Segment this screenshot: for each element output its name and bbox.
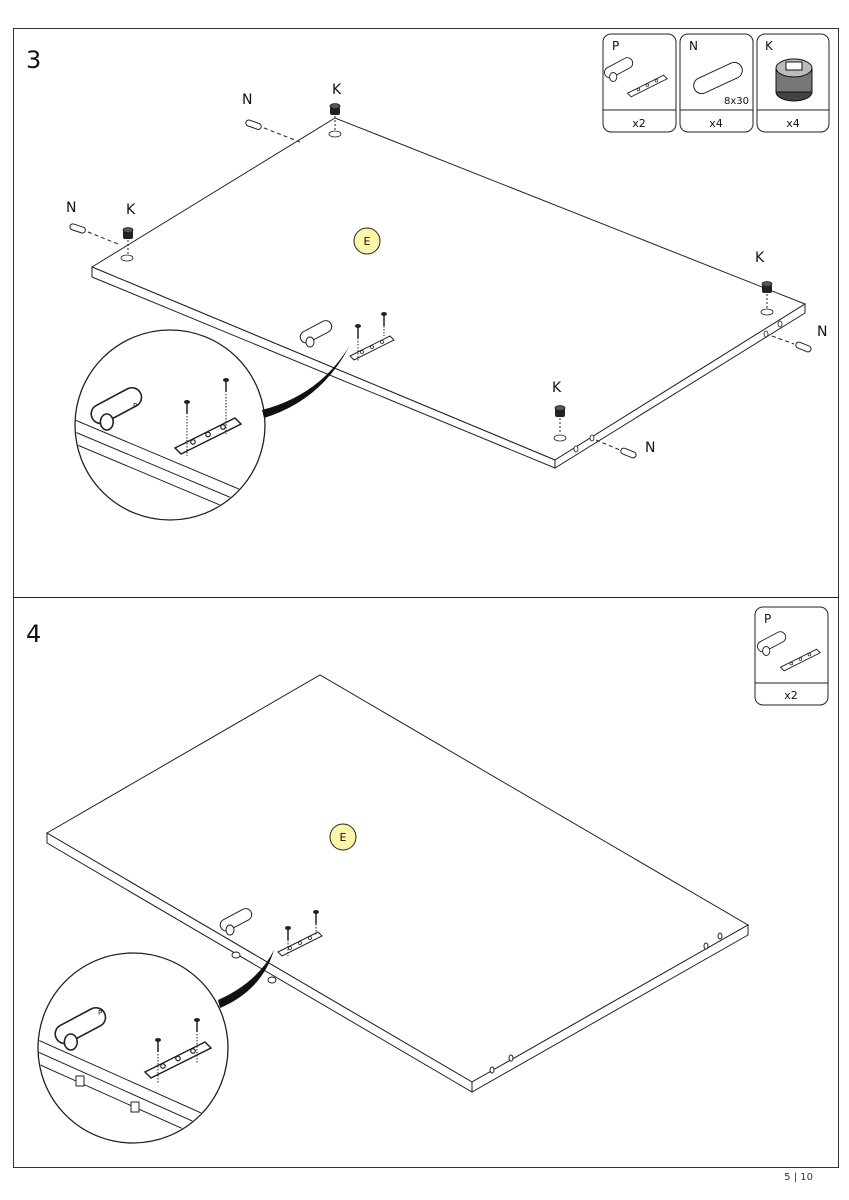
panel-label-e-3: E [364,235,371,248]
instruction-frame [13,28,839,1168]
step-3-parts-box-n: N 8x30 x4 [679,33,754,133]
page-number: 5 | 10 [784,1172,813,1183]
part-qty: x2 [784,689,798,702]
step-3-parts-box-p: P x2 [602,33,677,133]
step-4-detail-zoom [37,950,274,1144]
part-letter: K [765,39,774,53]
callout-k-2: K [126,202,136,218]
step-4-panel [46,674,750,1093]
step-divider [13,597,839,598]
step-3-panel-badge: E [353,227,381,255]
step-3-latch-parts [297,311,395,362]
callout-k-3: K [755,250,765,266]
step-3-parts-box-k: K x4 [756,33,830,133]
step-3-number: 3 [26,46,42,74]
callout-n-1: N [242,92,252,108]
zoom-callout-p-4: P [98,1009,102,1017]
part-letter: N [689,39,698,53]
step-3-cam-locks [122,103,773,434]
step-4-parts-box-p: P x2 [754,606,829,706]
callout-n-4: N [645,440,655,456]
part-size: 8x30 [724,96,749,107]
part-qty: x4 [709,117,723,130]
step-4-panel-badge: E [329,823,357,851]
wood-dowel-icon [693,61,743,95]
step-4-latch-parts [217,905,323,957]
zoom-callout-p-3: P [133,402,137,410]
part-qty: x2 [632,117,646,130]
step-3-panel [90,117,807,469]
part-qty: x4 [786,117,800,130]
panel-label-e-4: E [340,831,347,844]
cam-lock-icon [775,58,813,102]
callout-n-3: N [817,324,827,340]
callout-k-4: K [552,380,562,396]
step-3-detail-zoom [74,329,350,521]
part-letter: P [764,612,771,626]
step-3-dowels [68,118,813,460]
callout-n-2: N [66,200,76,216]
part-letter: P [612,39,619,53]
step-4-number: 4 [26,620,42,648]
callout-k-1: K [332,82,342,98]
